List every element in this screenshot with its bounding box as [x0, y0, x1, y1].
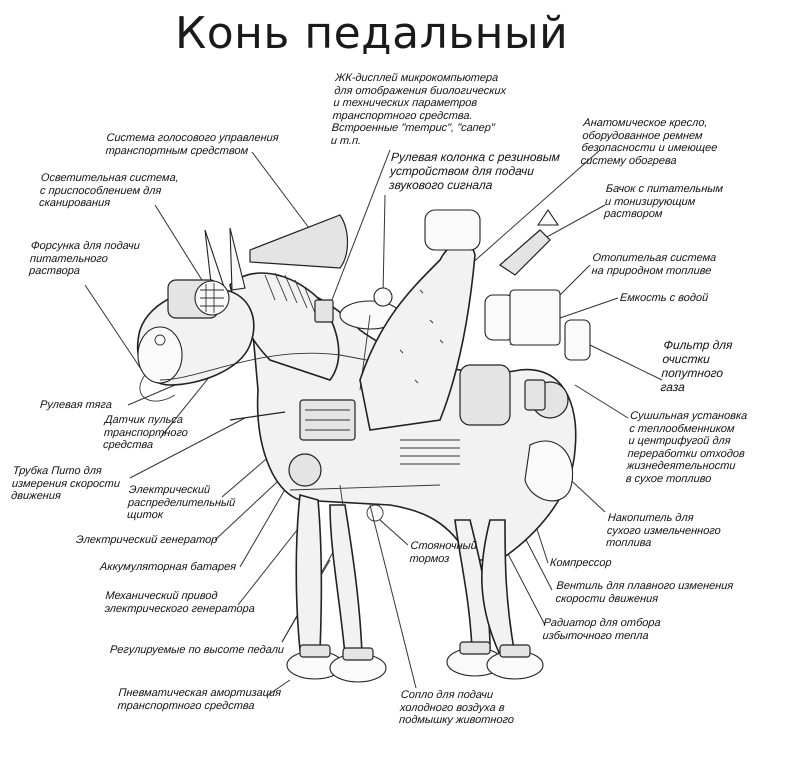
label-steering-column: Рулевая колонка с резиновым устройством … — [388, 150, 561, 192]
leader-display — [329, 149, 391, 306]
leader-rein — [127, 384, 176, 406]
chimney-cap — [536, 209, 560, 226]
leader-seat — [469, 149, 601, 266]
horse-body — [136, 209, 591, 683]
leader-filter — [589, 344, 663, 381]
label-tank: Бачок с питательным и тонизирующим раств… — [603, 183, 724, 220]
leader-water — [559, 297, 619, 319]
battery-cells — [305, 409, 350, 431]
leader-nozzle — [84, 284, 146, 376]
pedal-3 — [459, 641, 491, 655]
label-valve: Вентиль для плавного изменения скорости … — [555, 580, 734, 605]
label-pedals: Регулируемые по высоте педали — [109, 644, 285, 656]
leader-steering — [382, 194, 386, 296]
label-voice-control: Система голосового управления транспортн… — [105, 132, 280, 157]
horse-nostril — [154, 334, 166, 346]
label-filter: Фильтр для очистки попутного газа — [660, 338, 733, 394]
leader-suspension — [267, 679, 291, 696]
pedal-1 — [299, 644, 331, 658]
label-rein: Рулевая тяга — [39, 399, 113, 411]
label-seat: Анатомическое кресло, оборудованное ремн… — [580, 117, 718, 167]
horse-mane — [264, 272, 316, 314]
label-nozzle: Форсунка для подачи питательного раствор… — [28, 240, 141, 277]
headlamp-grid — [200, 283, 224, 313]
label-display: ЖК-дисплей микрокомпьютера для отображен… — [330, 72, 507, 147]
leader-nozzle-cold — [369, 504, 417, 689]
seat-headrest — [424, 209, 481, 251]
pitot-tube — [229, 411, 286, 421]
compressor-tank — [459, 364, 511, 426]
label-heating: Отопительая система на природном топливе — [591, 252, 717, 277]
voice-megaphone — [249, 214, 349, 269]
radiator-fins — [400, 439, 460, 465]
generator — [288, 453, 322, 487]
seat-stars — [399, 289, 444, 384]
leg-front-left — [295, 493, 323, 651]
fuel-storage-bag — [524, 440, 574, 502]
leader-drive — [237, 519, 306, 606]
label-nozzle-cold: Сопло для подачи холодного воздуха в под… — [398, 689, 515, 726]
label-parking-brake: Стояночный тормоз — [409, 540, 478, 565]
label-water: Емкость с водой — [619, 292, 709, 304]
leg-front-right — [329, 504, 363, 656]
label-lighting: Осветительная система, с приспособлением… — [38, 172, 180, 209]
leader-pitot — [129, 417, 246, 479]
leader-dryer — [574, 384, 629, 419]
label-dryer: Сушильная установка с теплообменником и … — [625, 410, 748, 485]
rein-rod — [159, 352, 421, 381]
leader-brake — [379, 519, 409, 546]
lcd-display — [314, 299, 334, 323]
leader-pulse — [159, 369, 216, 439]
label-storage: Накопитель для сухого измельченного топл… — [605, 512, 722, 549]
horn-bulb — [373, 287, 393, 307]
label-battery: Аккумуляторная батарея — [99, 561, 237, 573]
heat-exchanger — [524, 379, 546, 411]
label-pulse: Датчик пульса транспортного средства — [102, 414, 189, 451]
label-suspension: Пневматическая амортизация транспортного… — [117, 687, 282, 712]
leader-voice — [251, 151, 319, 241]
label-compressor: Компрессор — [549, 557, 612, 569]
label-generator: Электрический генератор — [75, 534, 218, 546]
gas-filter — [564, 319, 591, 361]
water-canister — [509, 289, 561, 346]
horse-ear-right — [229, 227, 246, 291]
rein-loop — [139, 374, 176, 402]
label-drive: Механический привод электрического генер… — [104, 590, 256, 615]
chimney-pipe — [499, 229, 551, 276]
label-pitot: Трубка Пито для измерения скорости движе… — [10, 465, 121, 502]
diagram-title: Конь педальный — [175, 8, 569, 59]
label-radiator: Радиатор для отбора избыточного тепла — [542, 617, 662, 642]
leader-lighting — [154, 204, 206, 286]
pedal-2 — [342, 647, 374, 661]
label-panel: Электрический распределительный щиток — [126, 484, 236, 521]
pedal-4 — [499, 644, 531, 658]
horse-muzzle — [137, 326, 183, 384]
